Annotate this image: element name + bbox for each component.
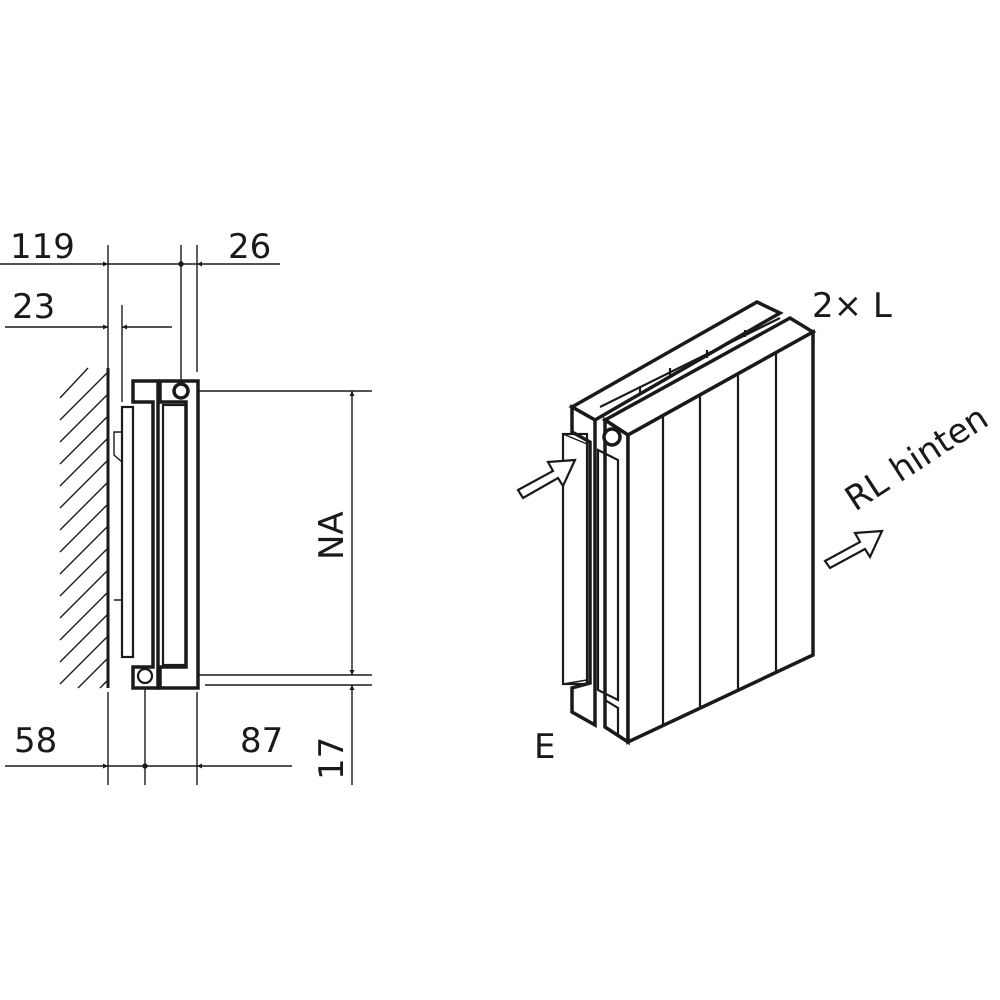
wall-hatching — [59, 367, 110, 689]
dim-87: 87 — [240, 721, 283, 761]
rear-panel — [131, 379, 160, 690]
inflow-arrow-icon — [516, 458, 577, 500]
dimension-lines — [0, 261, 355, 785]
wall-bracket — [120, 405, 135, 659]
radiator-side-section — [113, 379, 200, 690]
dim-17: 17 — [312, 737, 352, 780]
label-2xl: 2× L — [812, 286, 892, 326]
dim-119: 119 — [10, 227, 75, 267]
front-panel — [158, 379, 200, 690]
dim-26: 26 — [228, 227, 271, 267]
iso-connection-icon — [602, 427, 622, 447]
extension-lines — [107, 245, 372, 785]
side-view: 119 26 23 58 87 NA 17 — [0, 227, 372, 785]
top-connection-icon — [172, 382, 190, 400]
iso-wall-bracket — [561, 432, 589, 686]
iso-view: 2× L RL hinten E — [516, 286, 996, 767]
label-rl-hinten: RL hinten — [838, 398, 995, 520]
label-e: E — [534, 727, 555, 767]
dim-23: 23 — [12, 287, 55, 327]
bottom-connection-icon — [136, 667, 154, 685]
iso-rear-panel — [568, 300, 784, 728]
dim-58: 58 — [14, 721, 57, 761]
iso-front-panel — [596, 315, 817, 746]
return-arrow-icon — [823, 529, 884, 570]
dim-na: NA — [312, 511, 352, 560]
